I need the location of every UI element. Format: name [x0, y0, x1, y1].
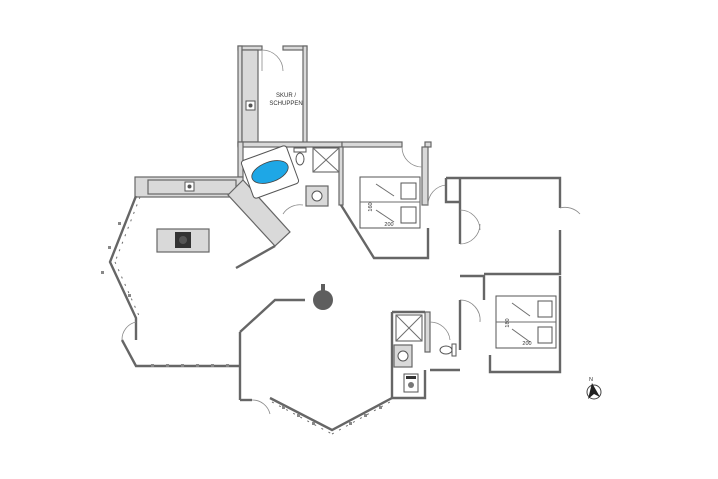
bed-1-width: 160	[368, 202, 374, 211]
bedroom-3-door[interactable]	[459, 209, 481, 231]
entrance-door[interactable]	[251, 399, 271, 415]
toilet-2-icon	[439, 345, 453, 355]
toilet-tank	[293, 147, 307, 153]
bathtub-water	[251, 160, 289, 184]
bed-2-length: 200	[522, 341, 531, 347]
washbasin-icon	[311, 190, 323, 202]
shed-label-2: SCHUPPEN	[269, 101, 302, 107]
bedroom-1-door[interactable]	[401, 146, 423, 168]
washbasin-2-icon	[397, 350, 409, 362]
bathroom-door[interactable]	[282, 204, 304, 215]
compass-north-label: N	[589, 377, 593, 383]
bedroom-3	[444, 176, 581, 276]
toilet-2-tank	[451, 343, 457, 357]
toilet-icon	[295, 152, 305, 166]
pillow-2b	[537, 326, 553, 344]
living-room-walls	[101, 195, 240, 368]
exterior-walls	[134, 141, 432, 198]
pillow-2a	[537, 300, 553, 318]
bed-2-width: 180	[505, 318, 511, 327]
compass: N	[586, 377, 602, 400]
bed-1-length: 200	[384, 222, 393, 228]
bathroom-2-door[interactable]	[429, 321, 451, 341]
shed-label-1: SKUR /	[276, 93, 296, 99]
bathroom	[227, 145, 344, 270]
shed-door[interactable]	[261, 49, 284, 72]
north-arrow-icon	[588, 383, 600, 399]
wood-stove-icon	[313, 290, 333, 310]
living-area	[238, 284, 393, 435]
bathroom-2	[390, 310, 460, 400]
kitchen-island	[156, 228, 210, 253]
bedroom-1: 160 200	[339, 146, 447, 260]
bedroom-2: 180 200	[458, 274, 562, 374]
shed-counter	[241, 49, 259, 143]
bedroom-2-door[interactable]	[459, 299, 481, 323]
pillow-1b	[400, 206, 417, 224]
terrace-door-west[interactable]	[121, 321, 137, 341]
shed: SKUR / SCHUPPEN	[237, 45, 308, 147]
pillow-1a	[400, 182, 417, 200]
